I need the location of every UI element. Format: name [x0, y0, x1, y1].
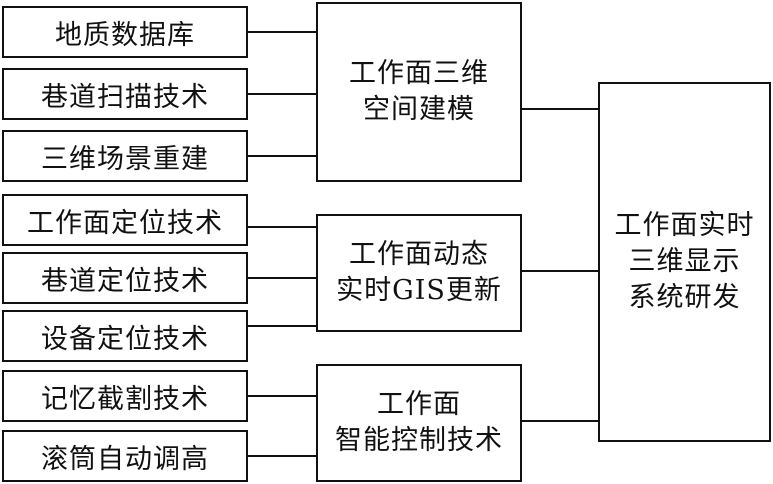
connector-line: [522, 270, 598, 272]
input-label: 巷道定位技术: [41, 265, 209, 297]
module-label-line: 空间建模: [363, 94, 475, 125]
connector-line: [522, 108, 598, 110]
module-label-line: 工作面: [377, 389, 461, 420]
input-label: 巷道扫描技术: [41, 81, 209, 113]
system-label-line: 系统研发: [628, 282, 741, 313]
connector-line: [248, 395, 316, 397]
module-box-3d-space-modeling: 工作面三维 空间建模: [316, 2, 522, 182]
module-label-line: 工作面三维: [349, 58, 489, 89]
connector-line: [248, 455, 316, 457]
module-label-line: 工作面动态: [348, 239, 489, 270]
connector-line: [248, 31, 316, 33]
connector-line: [522, 420, 598, 422]
input-box-equipment-positioning: 设备定位技术: [2, 310, 248, 362]
system-box-realtime-3d-display: 工作面实时 三维显示 系统研发: [598, 82, 771, 442]
connector-line: [248, 226, 316, 228]
input-box-drum-auto-height: 滚筒自动调高: [2, 430, 248, 482]
input-label: 设备定位技术: [41, 323, 209, 355]
input-box-3d-scene-reconstruction: 三维场景重建: [2, 130, 248, 182]
input-label: 地质数据库: [55, 19, 195, 51]
input-box-roadway-scanning: 巷道扫描技术: [2, 68, 248, 120]
system-label-line: 三维显示: [628, 246, 741, 277]
input-box-memory-cutting: 记忆截割技术: [2, 370, 248, 422]
connector-line: [248, 155, 316, 157]
input-label: 工作面定位技术: [27, 207, 223, 239]
system-label-line: 工作面实时: [614, 210, 755, 241]
connector-line: [248, 277, 316, 279]
module-box-intelligent-control: 工作面 智能控制技术: [316, 364, 522, 482]
connector-line: [248, 93, 316, 95]
module-label-line: 智能控制技术: [335, 425, 503, 456]
input-label: 滚筒自动调高: [41, 443, 209, 475]
input-box-roadway-positioning: 巷道定位技术: [2, 252, 248, 304]
input-box-geology-database: 地质数据库: [2, 6, 248, 58]
connector-line: [248, 325, 316, 327]
input-label: 记忆截割技术: [41, 383, 209, 415]
module-label-line: 实时GIS更新: [336, 275, 502, 306]
module-box-dynamic-gis-update: 工作面动态 实时GIS更新: [316, 214, 522, 332]
input-label: 三维场景重建: [41, 143, 209, 175]
input-box-face-positioning: 工作面定位技术: [2, 194, 248, 246]
